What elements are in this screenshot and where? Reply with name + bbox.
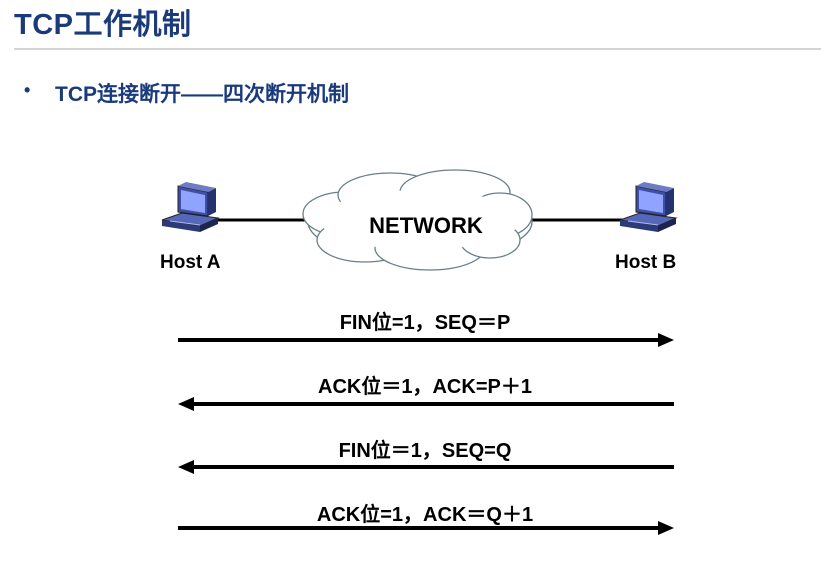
message-label: FIN位=1，SEQ＝P (339, 312, 511, 334)
message-arrow-2 (178, 397, 674, 411)
message-arrow-1 (178, 333, 674, 347)
title-divider (14, 48, 821, 50)
host-a-label: Host A (160, 252, 221, 273)
bullet-marker: • (24, 80, 31, 100)
cloud-icon (302, 169, 533, 271)
message-arrow-4 (178, 521, 674, 535)
message-label: ACK位＝1，ACK=P＋1 (318, 376, 532, 398)
network-label: NETWORK (369, 213, 483, 238)
message-label: ACK位=1，ACK＝Q＋1 (316, 504, 534, 526)
message-arrow-3 (178, 460, 674, 474)
page-title: TCP工作机制 (14, 9, 192, 41)
computer-icon (619, 182, 678, 232)
message-label: FIN位＝1，SEQ=Q (338, 440, 512, 462)
computer-icon (161, 182, 220, 232)
bullet-heading: TCP连接断开——四次断开机制 (55, 83, 349, 106)
host-b-label: Host B (615, 252, 677, 273)
